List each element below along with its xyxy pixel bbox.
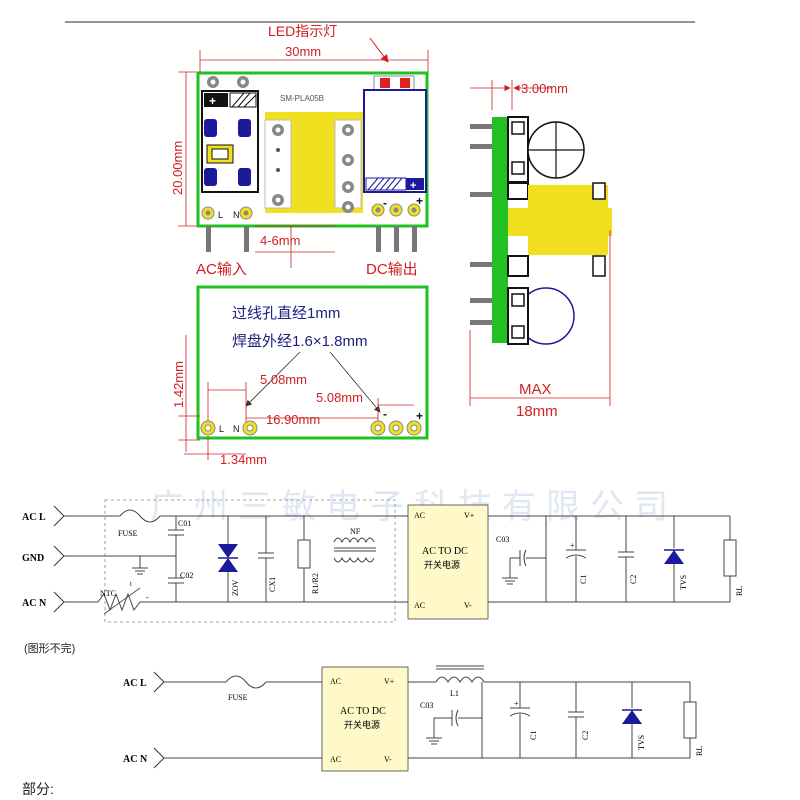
c2-acn-label: AC N — [123, 754, 148, 765]
c1-c03-label: C03 — [496, 535, 509, 544]
c1-c02-label: C02 — [180, 571, 193, 580]
c2-box-title: AC TO DC — [340, 706, 386, 717]
c2-c03-label: C03 — [420, 701, 433, 710]
c2-acdc-box — [321, 666, 409, 772]
c2-fuse-label: FUSE — [228, 693, 248, 702]
c2-acl-label: AC L — [123, 678, 147, 689]
c1-box-ac-top: AC — [414, 511, 425, 520]
c1-acl-label: AC L — [22, 512, 46, 523]
width-dim: 30mm — [285, 44, 321, 59]
c2-rl-label: RL — [695, 746, 704, 756]
c1-box-vplus: V+ — [464, 511, 475, 520]
c2-fuse — [225, 675, 267, 689]
c1-box-ac-bot: AC — [414, 601, 425, 610]
c1-ntc — [97, 592, 141, 612]
max-label: MAX — [519, 381, 552, 398]
led-label: LED指示灯 — [268, 23, 337, 39]
top-view-module: LED指示灯 30mm 20.00mm SM-PLA05B + — [170, 23, 429, 278]
dc-output-label: DC输出 — [366, 261, 418, 278]
pitch-a: 5.08mm — [260, 372, 307, 387]
fp-height-dim: 1.42mm — [171, 361, 186, 408]
led-arrow — [369, 37, 389, 63]
c2-box-ac-bot: AC — [330, 755, 341, 764]
pin-l-label: L — [218, 210, 223, 220]
footprint-board — [196, 285, 429, 440]
simple-circuit: AC L AC N FUSE AC AC V+ V- AC TO DC 开关电源… — [123, 665, 704, 772]
svg-text:+: + — [410, 180, 416, 192]
c1-ntc-dash: - — [146, 593, 149, 602]
c1-ntc-t: t — [130, 580, 132, 588]
model-label: SM-PLA05B — [280, 94, 324, 103]
c1-fuse-label: FUSE — [118, 529, 138, 538]
c1-c1-label: C1 — [579, 575, 588, 584]
c2-c2-label: C2 — [581, 731, 590, 740]
pin-n-label: N — [233, 210, 240, 220]
depth-dim: 3.00mm — [521, 81, 568, 96]
partial-label: (图形不完) — [24, 641, 75, 655]
c2-l1-label: L1 — [450, 689, 459, 698]
c1-c01-label: C01 — [178, 519, 191, 528]
max-dim: 18mm — [516, 403, 558, 420]
out-plus: + — [416, 194, 423, 208]
hole-note: 过线孔直经1mm — [232, 305, 340, 322]
side-view: 3.00mm MAX 18mm — [469, 80, 612, 420]
c1-box-title: AC TO DC — [422, 546, 468, 557]
fp-edge-dim: 1.34mm — [220, 452, 267, 467]
c1-fuse — [119, 509, 161, 523]
c2-tvs-label: TVS — [637, 735, 646, 750]
input-cap-block — [201, 90, 259, 193]
footprint-view: 过线孔直经1mm 焊盘外经1.6×1.8mm 5.08mm 5.08mm 16.… — [171, 285, 429, 467]
c1-cx1-label: CX1 — [268, 577, 277, 592]
full-circuit: 广州三敏电子科技有限公司 AC L GND AC N FUSE NTC t - — [22, 488, 744, 623]
lead-out3 — [412, 226, 417, 252]
c2-box-vplus: V+ — [384, 677, 395, 686]
c1-acdc-box — [407, 504, 489, 620]
lead-n — [244, 226, 249, 252]
span-dim: 16.90mm — [266, 412, 320, 427]
c2-box-subtitle: 开关电源 — [344, 719, 380, 730]
lead-l — [206, 226, 211, 252]
c2-l1 — [435, 676, 485, 683]
c1-gnd-label: GND — [22, 553, 44, 564]
side-board — [492, 117, 508, 343]
c1-acn-label: AC N — [22, 598, 47, 609]
c1-c1-plus: + — [570, 541, 575, 550]
fp-plus: + — [416, 409, 423, 423]
lead-length-dim: 4-6mm — [260, 233, 300, 248]
c1-ntc-label: NTC — [100, 589, 116, 598]
led-pad-2 — [400, 78, 410, 88]
pad-note: 焊盘外经1.6×1.8mm — [232, 332, 367, 350]
c1-zov-label: ZOV — [231, 579, 240, 596]
c2-box-vminus: V- — [384, 755, 392, 764]
lead-out2 — [394, 226, 399, 252]
c1-box-vminus: V- — [464, 601, 472, 610]
output-cap-block — [363, 89, 427, 193]
fp-pin-n: N — [233, 424, 240, 434]
c1-box-subtitle: 开关电源 — [424, 559, 460, 570]
c2-box-ac-top: AC — [330, 677, 341, 686]
c1-tvs-label: TVS — [679, 575, 688, 590]
c2-c1-plus: + — [514, 699, 519, 708]
pitch-b: 5.08mm — [316, 390, 363, 405]
ac-input-label: AC输入 — [196, 261, 247, 278]
c1-r1r2-label: R1/R2 — [311, 573, 320, 594]
c1-nf-label: NF — [350, 527, 361, 536]
fp-minus: - — [383, 407, 387, 421]
c2-c1-label: C1 — [529, 731, 538, 740]
c1-c2-label: C2 — [629, 575, 638, 584]
svg-text:+: + — [209, 94, 216, 108]
lead-out1 — [376, 226, 381, 252]
c1-rl-label: RL — [735, 586, 744, 596]
fp-pin-l: L — [219, 424, 224, 434]
out-minus: - — [383, 196, 387, 210]
led-pad-1 — [380, 78, 390, 88]
filter-region — [104, 499, 396, 623]
footer-text: 部分: — [22, 781, 54, 797]
height-dim: 20.00mm — [170, 141, 185, 195]
